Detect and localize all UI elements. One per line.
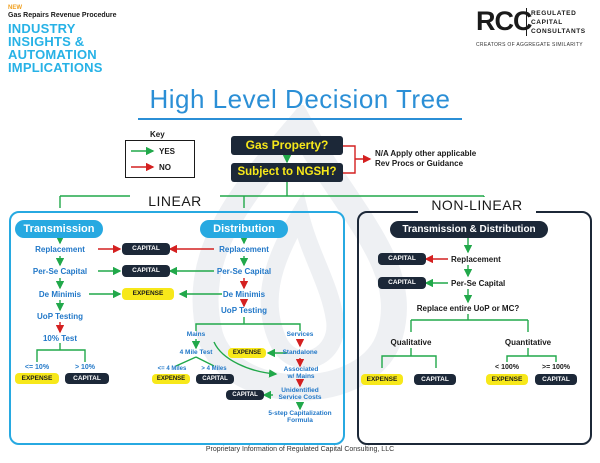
nonlinear-per-se-capital-result: CAPITAL <box>378 277 426 289</box>
new-label: NEW <box>8 5 22 11</box>
distribution-header: Distribution <box>200 220 288 238</box>
nonlinear-quantitative-expense: EXPENSE <box>486 374 528 385</box>
distribution-services: Services <box>286 331 314 338</box>
distribution-associated: Associated <box>283 366 319 373</box>
linear-heading: LINEAR <box>130 193 220 209</box>
transmission-capital-result: CAPITAL <box>65 373 109 384</box>
page-title: High Level Decision Tree <box>149 84 451 114</box>
key-yes-label: YES <box>159 147 176 156</box>
nonlinear-ge100: >= 100% <box>541 364 571 371</box>
nonlinear-heading: NON-LINEAR <box>418 197 536 213</box>
linear-section <box>9 211 345 445</box>
distribution-unidentified: Unidentified <box>281 387 319 394</box>
transmission-uop-testing: UoP Testing <box>37 312 83 321</box>
title-underline <box>138 118 462 120</box>
distribution-5-step-formula: Formula <box>287 417 313 424</box>
procedure-label: Gas Repairs Revenue Procedure <box>8 12 117 19</box>
nonlinear-replace-question: Replace entire UoP or MC? <box>416 304 520 313</box>
logo-name-line: CAPITAL <box>531 19 563 26</box>
key-box <box>125 140 195 178</box>
transmission-gt10: > 10% <box>74 364 96 371</box>
nonlinear-replacement: Replacement <box>451 255 501 264</box>
distribution-de-minimis: De Minimis <box>222 290 266 299</box>
distribution-4-mile-test: 4 Mile Test <box>179 349 213 356</box>
not-applicable-text: N/A Apply other applicable <box>375 149 477 158</box>
nonlinear-replacement-capital: CAPITAL <box>378 253 426 265</box>
distribution-standalone: Standalone <box>282 349 318 356</box>
distribution-replacement: Replacement <box>219 245 269 254</box>
distribution-unidentified-capital: CAPITAL <box>226 390 264 400</box>
distribution-associated: w/ Mains <box>287 373 315 380</box>
headline-line: INSIGHTS & <box>8 34 85 49</box>
logo-divider <box>526 8 527 36</box>
nonlinear-lt100: < 100% <box>495 364 519 371</box>
transmission-de-minimis: De Minimis <box>38 290 82 299</box>
distribution-mains-expense: EXPENSE <box>152 374 190 384</box>
linear-replacement-capital: CAPITAL <box>122 243 170 255</box>
transmission-10pct-test: 10% Test <box>42 334 78 343</box>
distribution-gt4: > 4 Miles <box>201 366 227 372</box>
nonlinear-qualitative-expense: EXPENSE <box>361 374 403 385</box>
transmission-header: Transmission <box>15 220 103 238</box>
distribution-5-step-formula: 5-step Capitalization <box>268 410 332 417</box>
headline-line: INDUSTRY <box>8 21 76 36</box>
nonlinear-quantitative-capital: CAPITAL <box>535 374 577 385</box>
logo-tagline: CREATORS OF AGGREGATE SIMILARITY <box>476 42 583 48</box>
transmission-replacement: Replacement <box>35 245 85 254</box>
nonlinear-qualitative: Qualitative <box>390 338 432 347</box>
linear-per-se-capital: CAPITAL <box>122 265 170 277</box>
nonlinear-header-bar: Transmission & Distribution <box>390 221 548 238</box>
footer-text: Proprietary Information of Regulated Cap… <box>205 446 395 453</box>
logo-mark: RCC <box>476 6 532 36</box>
headline-line: AUTOMATION <box>8 47 97 62</box>
distribution-le4: <= 4 Miles <box>157 366 187 372</box>
headline-line: IMPLICATIONS <box>8 60 103 75</box>
ngsh-node: Subject to NGSH? <box>231 163 343 182</box>
nonlinear-qualitative-capital: CAPITAL <box>414 374 456 385</box>
transmission-le10: <= 10% <box>24 364 50 371</box>
not-applicable-text: Rev Procs or Guidance <box>375 159 464 168</box>
gas-property-node: Gas Property? <box>231 136 343 155</box>
nonlinear-per-se-capital: Per-Se Capital <box>451 279 506 288</box>
nonlinear-quantitative: Quantitative <box>504 338 552 347</box>
key-no-label: NO <box>159 163 171 172</box>
distribution-mains: Mains <box>186 331 206 338</box>
transmission-per-se-capital: Per-Se Capital <box>32 267 88 276</box>
distribution-per-se-capital: Per-Se Capital <box>216 267 272 276</box>
distribution-uop-testing: UoP Testing <box>221 306 267 315</box>
linear-de-minimis-expense: EXPENSE <box>122 288 174 300</box>
transmission-expense-result: EXPENSE <box>15 373 59 384</box>
logo-name-line: REGULATED <box>531 10 577 17</box>
distribution-services-expense: EXPENSE <box>228 348 266 358</box>
distribution-mains-capital: CAPITAL <box>196 374 234 384</box>
logo-name-line: CONSULTANTS <box>531 28 586 35</box>
distribution-unidentified: Service Costs <box>278 394 322 401</box>
key-title: Key <box>150 130 165 139</box>
